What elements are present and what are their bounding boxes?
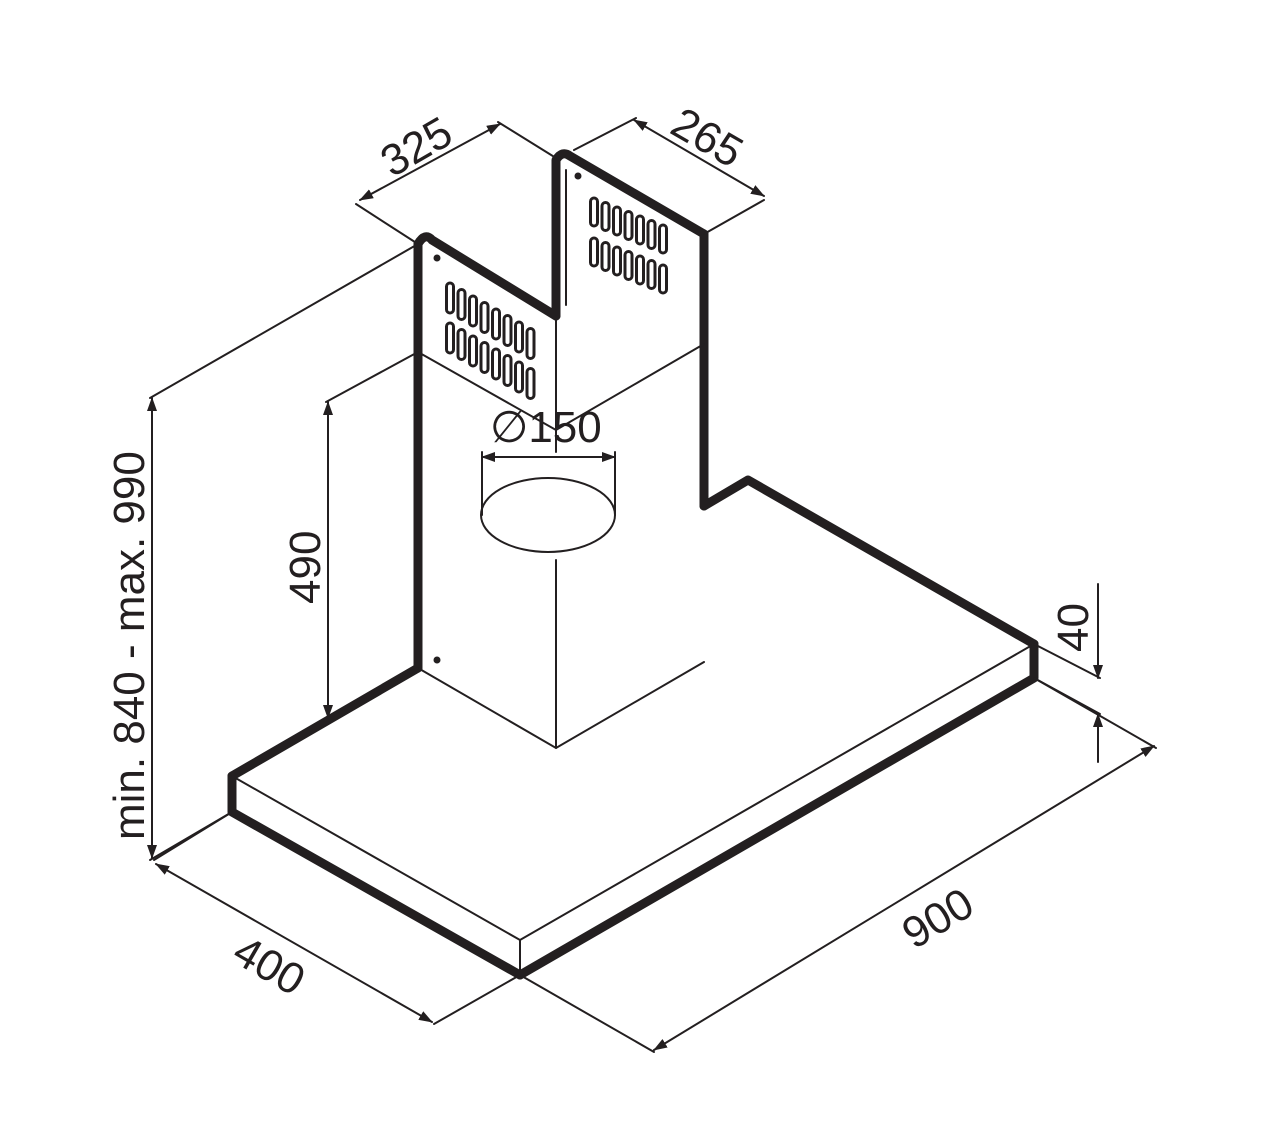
duct-outlet: ∅150: [480, 403, 616, 553]
vent-slot: [445, 321, 455, 355]
vent-slot: [456, 328, 467, 361]
vent-slots-front: [445, 281, 536, 400]
chimney-height-label: 490: [281, 531, 330, 604]
vent-slot: [612, 205, 622, 237]
vent-slot: [600, 241, 611, 272]
vent-slot: [479, 301, 490, 334]
vent-slot: [479, 341, 490, 374]
vent-slot: [456, 288, 467, 321]
dim-canopy-thickness: 40: [1033, 583, 1103, 763]
vent-slot: [525, 367, 536, 400]
vent-slot: [445, 281, 455, 315]
vent-slot: [589, 196, 599, 228]
dim-total-height: min. 840 - max. 990: [105, 243, 419, 861]
canopy-depth-label: 400: [225, 926, 313, 1005]
vent-slot: [468, 334, 478, 368]
vent-slot: [491, 307, 501, 341]
vent-slot: [658, 263, 668, 295]
dim-chimney-height: 490: [281, 351, 419, 719]
total-height-label: min. 840 - max. 990: [105, 451, 154, 840]
chimney-width-label: 325: [373, 108, 461, 187]
canopy: [227, 475, 1039, 980]
vent-slot: [623, 210, 634, 241]
vent-slot: [502, 354, 513, 387]
vent-slot: [514, 320, 524, 354]
vent-slot: [612, 245, 622, 277]
vent-slot: [646, 219, 657, 250]
vent-slot: [491, 347, 501, 381]
vent-slot: [658, 223, 668, 255]
canopy-width-label: 900: [894, 879, 982, 959]
chimney: [413, 149, 709, 750]
chimney-depth-label: 265: [663, 98, 751, 177]
vent-slot: [525, 327, 536, 360]
canopy-thickness-label: 40: [1049, 603, 1098, 652]
vent-slot: [623, 250, 634, 281]
vent-slot: [600, 201, 611, 232]
vent-slots-back: [589, 196, 668, 295]
vent-slot: [502, 314, 513, 347]
vent-slot: [468, 294, 478, 328]
vent-slot: [635, 254, 645, 286]
dim-canopy-depth: 400: [153, 811, 521, 1025]
duct-diameter-label: ∅150: [490, 403, 602, 452]
vent-slot: [646, 259, 657, 290]
dim-canopy-width: 900: [519, 677, 1157, 1053]
vent-slot: [514, 360, 524, 394]
dim-chimney-width: 325: [355, 108, 557, 245]
vent-slot: [589, 236, 599, 268]
vent-slot: [635, 214, 645, 246]
